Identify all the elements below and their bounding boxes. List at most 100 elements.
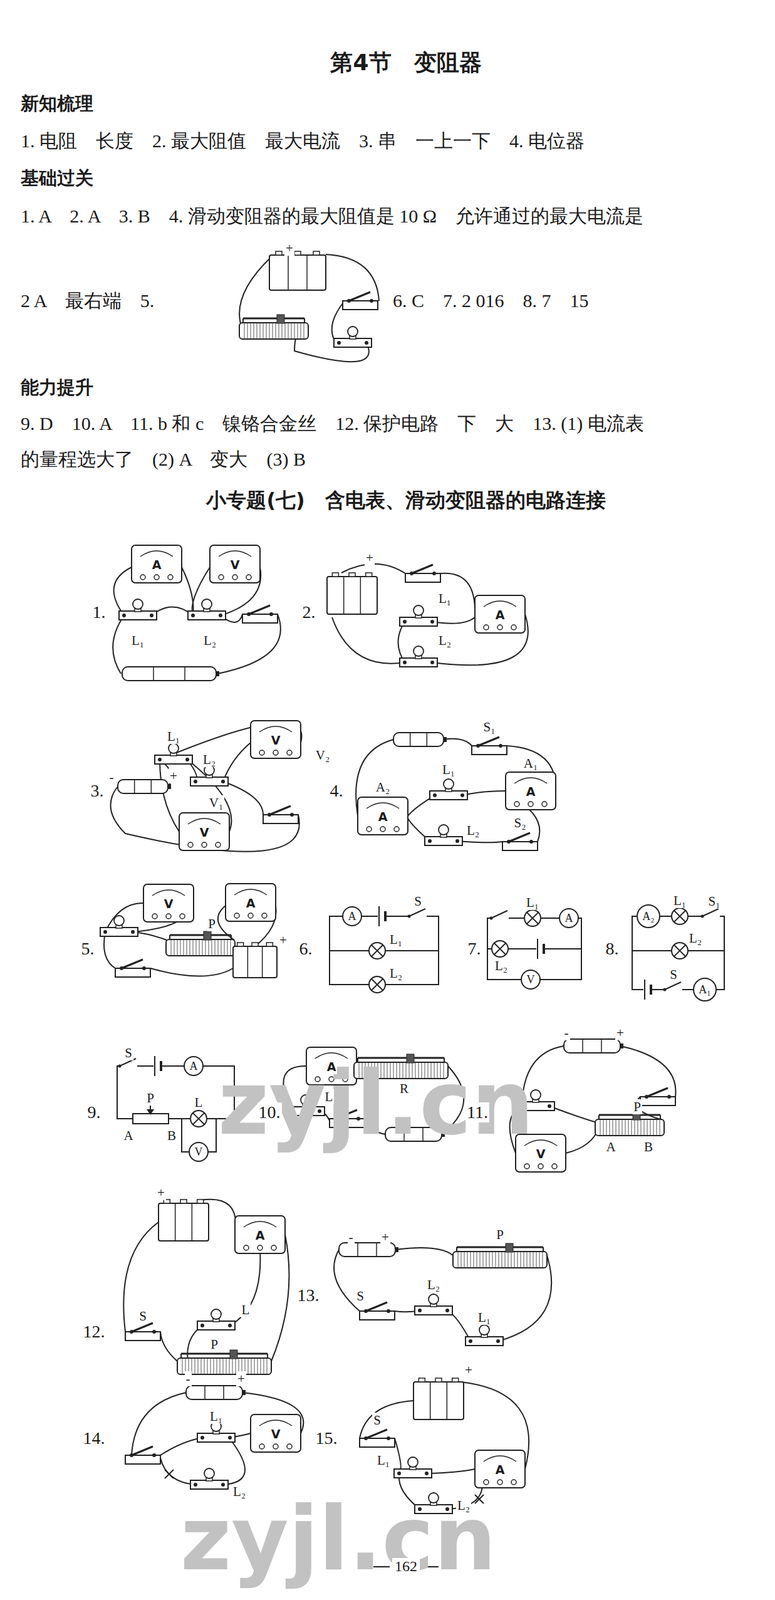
component-label: L₂ [465,822,481,838]
battery-symbol [378,905,380,926]
battery-cap [251,942,259,947]
wire [443,738,472,746]
switch-symbol [491,910,508,918]
rheostat-bar [456,1246,544,1249]
dry-cells [563,1038,621,1053]
rheostat-winding [182,1358,267,1374]
lamp-base [429,790,468,800]
meter-terminal [154,574,160,580]
wire [160,1331,178,1361]
component-label: V₂ [314,747,332,763]
lamp-symbol [369,942,386,959]
lamp-base [100,927,138,937]
meter-terminal [246,574,252,580]
switch-lever [269,805,291,815]
lamp-terminal [185,757,190,762]
question-number: 7. [466,938,483,959]
component-label: + [364,550,375,566]
meter-terminal [261,912,267,918]
lamp-bulb [443,778,454,789]
cell-divider [409,732,411,747]
meter-terminal [528,801,534,807]
component-label: P [145,1090,156,1106]
component-label: B [166,1127,178,1143]
meter-terminal [541,801,547,807]
question-number: 3. [89,780,106,801]
watermark: zyjl.cn [180,1487,497,1589]
wire [432,617,475,624]
meter-case [474,595,526,633]
component-label: S [372,1412,383,1428]
component-label: S₂ [512,815,527,831]
battery-divider [429,1381,432,1420]
meter-dial [259,1419,292,1426]
switch-lever [508,832,531,842]
rheostat-post [169,934,171,940]
lamp-terminal [191,613,195,618]
meter-terminal [201,842,207,848]
answer-text: 6. C 7. 2 016 8. 7 15 [392,290,589,313]
switch-contact [432,571,437,576]
lamp-terminal [417,1308,422,1312]
cell-divider [582,1038,584,1053]
component-label: L₂ [687,930,703,946]
component-label: L₁ [388,931,404,947]
meter-terminal [232,574,238,580]
lamp-terminal [200,1323,205,1327]
component-label: S₁ [706,893,722,909]
question-number: 13. [296,1284,321,1306]
lamp-bulb [479,1324,490,1335]
meter-terminal [187,842,193,848]
lamp-bulb [211,1308,222,1319]
lamp-terminal [221,779,225,784]
lamp-base [154,754,193,764]
meter-letter: V [270,1427,282,1441]
switch-contact [498,743,503,748]
lamp-bulb [132,598,143,609]
component-label: L₁ [525,894,541,910]
battery-cap [365,572,373,577]
lamp-cross [192,1112,205,1124]
dry-cells [122,666,217,681]
component-label: S [137,1308,148,1324]
meter-terminal [483,1479,489,1485]
section-heading: 基础过关 [20,167,94,189]
battery-cap [275,251,282,255]
meter-terminal [524,1163,530,1169]
component-label: L₂ [493,957,509,973]
component-label: S [355,1288,366,1304]
lamp-bulb [114,915,125,926]
meter-letter: V [198,825,211,840]
meter-case [474,1449,526,1488]
switch-contact [290,812,294,817]
meter-terminal [366,826,372,832]
switch-lever [411,564,433,574]
battery-divider [446,1381,448,1420]
topic-heading: 小专题(七) 含电表、滑动变阻器的电路连接 [206,488,606,512]
component-label: L₁ [166,728,182,744]
rheostat-coil [595,1118,665,1136]
meter-symbol [342,906,362,926]
battery-symbol [649,984,653,995]
switch-lever [365,1429,388,1438]
battery-box [327,576,378,614]
component-label: V₁ [208,795,225,811]
switch-pivot [129,1329,134,1334]
wire [332,617,405,664]
battery-symbol [154,1055,156,1076]
wire [150,967,234,977]
question-number: 2. [301,602,318,623]
rheostat-post [598,1114,600,1119]
wire [159,759,180,832]
correction-mark [164,1469,174,1478]
switch-pivot [364,1435,368,1440]
page-number: 162 [392,1557,420,1576]
symbol-letter: A₁ [698,983,711,997]
symbol-letter: A [565,911,574,925]
rheostat-bar [169,934,232,937]
meter-case [225,883,276,921]
cell-divider [204,1385,206,1400]
meter-dial [218,550,252,557]
component-label: L₁ [672,892,688,908]
battery-box [158,1202,209,1241]
